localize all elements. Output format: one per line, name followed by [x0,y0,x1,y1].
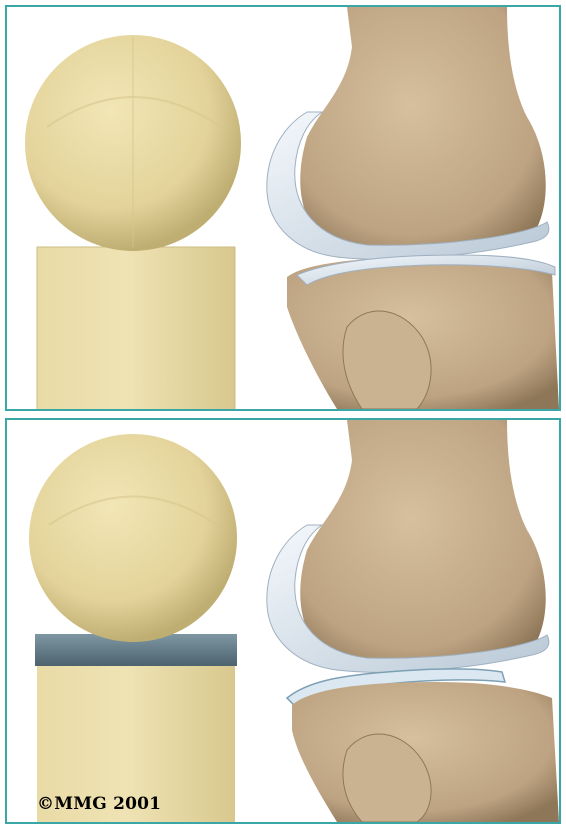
bottom-illustration [7,420,559,822]
femur [300,420,546,667]
bottom-panel: ©MMG 2001 [5,418,561,824]
top-panel [5,5,561,411]
cylinder [37,247,235,409]
ball [29,434,237,642]
femur [300,7,546,254]
top-illustration [7,7,559,409]
copyright-label: ©MMG 2001 [37,794,161,814]
